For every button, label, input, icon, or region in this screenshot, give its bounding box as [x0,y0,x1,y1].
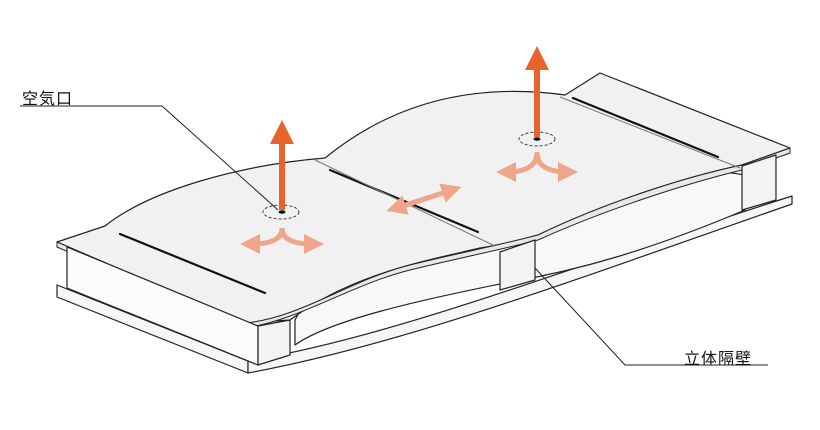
partition-wall-label: 立体隔壁 [684,349,753,368]
air-vent-label: 空気口 [22,89,74,108]
vertical-walls [66,154,777,366]
airflow-spread-arrows [240,151,578,254]
airflow-up-arrows [270,46,549,210]
leader-lines [20,105,768,366]
